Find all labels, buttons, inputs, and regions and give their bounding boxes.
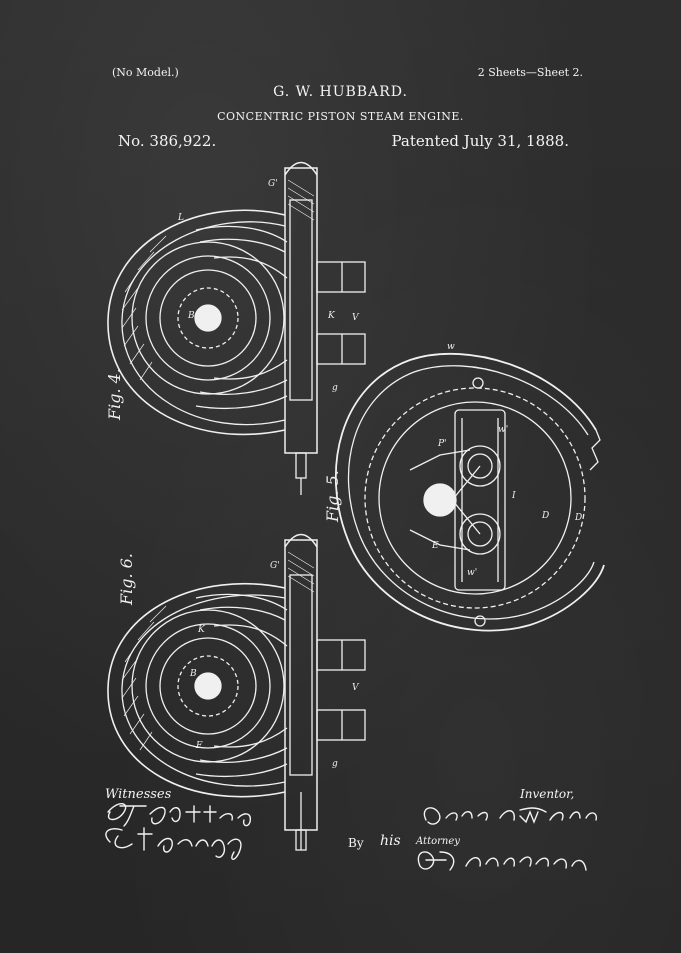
svg-text:D: D	[574, 513, 582, 523]
fig4-label: Fig. 4.	[105, 368, 124, 421]
svg-text:g: g	[332, 759, 338, 769]
witnesses-label: Witnesses	[105, 787, 172, 802]
witness-signature-2	[105, 827, 242, 860]
svg-text:K: K	[197, 625, 206, 635]
lower-engine-figure: K B G' F Vg	[107, 533, 366, 851]
by-label: By	[348, 836, 364, 850]
inventor-label: Inventor,	[520, 787, 575, 801]
round-section-figure: wP' w' D I E w' D	[334, 342, 605, 632]
fig6-label: Fig. 6.	[117, 553, 136, 606]
svg-text:B: B	[187, 311, 195, 321]
witness-signature-1	[107, 803, 252, 827]
inventor-name-heading: G. W. HUBBARD.	[273, 84, 408, 100]
patent-number: No. 386,922.	[118, 132, 217, 150]
svg-text:P': P'	[437, 439, 447, 449]
svg-text:w: w	[447, 342, 455, 352]
no-model-label: (No Model.)	[112, 66, 179, 79]
svg-text:E: E	[431, 541, 439, 551]
svg-text:Fig. 5.: Fig. 5.	[323, 470, 342, 523]
svg-text:K: K	[327, 311, 336, 321]
svg-text:Fig. 4.: Fig. 4.	[105, 368, 124, 421]
patented-date: Patented July 31, 1888.	[391, 132, 569, 150]
fig5-label: Fig. 5.	[323, 470, 342, 523]
patent-title: CONCENTRIC PISTON STEAM ENGINE.	[217, 110, 464, 123]
svg-text:D: D	[541, 511, 549, 521]
svg-text:w': w'	[498, 425, 508, 435]
svg-text:w': w'	[467, 568, 477, 578]
svg-text:B: B	[189, 669, 197, 679]
svg-text:G': G'	[270, 561, 280, 571]
upper-engine-figure: L B G' K Vg	[107, 161, 366, 495]
attorney-signature	[417, 851, 587, 871]
svg-text:L: L	[177, 213, 184, 223]
attorney-label: Attorney	[416, 836, 460, 847]
inventor-signature	[423, 807, 598, 825]
svg-text:I: I	[511, 491, 516, 501]
his-label: his	[380, 833, 401, 849]
svg-text:g: g	[332, 383, 338, 393]
svg-text:Fig. 6.: Fig. 6.	[117, 553, 136, 606]
svg-text:V: V	[352, 683, 360, 693]
svg-text:V: V	[352, 313, 360, 323]
sheet-number: 2 Sheets—Sheet 2.	[477, 66, 583, 79]
svg-text:G': G'	[268, 179, 278, 189]
svg-text:F: F	[195, 741, 203, 751]
